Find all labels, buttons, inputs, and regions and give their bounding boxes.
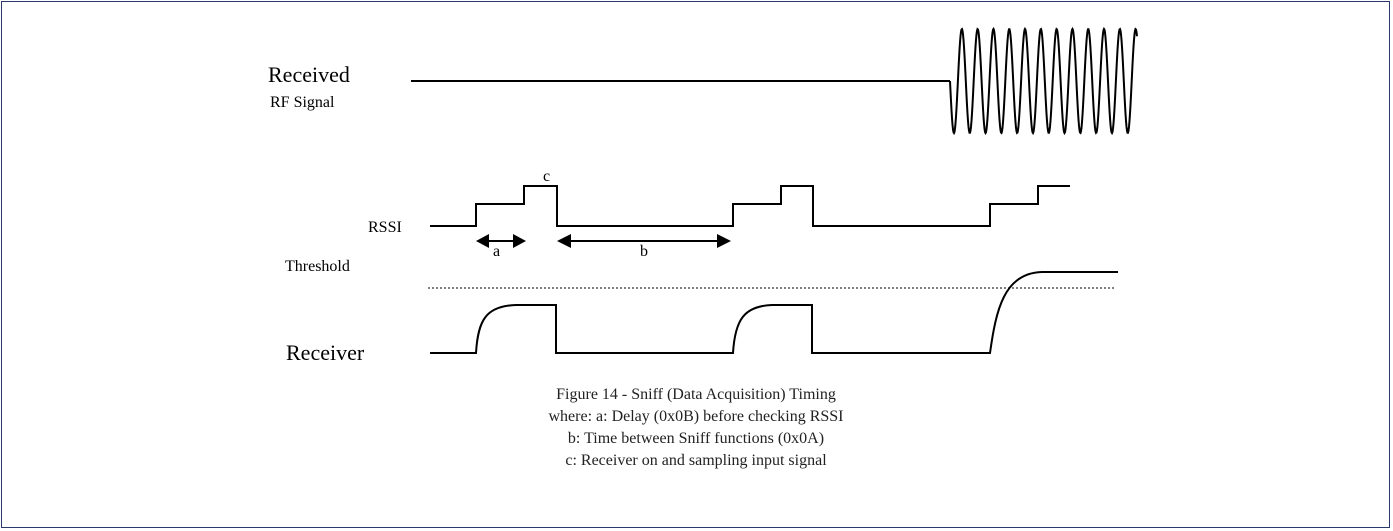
caption-line-3: b: Time between Sniff functions (0x0A) — [567, 430, 825, 447]
caption-line-4: c: Receiver on and sampling input signal — [565, 452, 827, 469]
marker-a: a — [493, 243, 500, 260]
label-rssi: RSSI — [368, 219, 402, 236]
caption-line-2: where: a: Delay (0x0B) before checking R… — [548, 408, 844, 425]
label-rf-signal: RF Signal — [270, 94, 335, 111]
label-threshold: Threshold — [285, 258, 350, 275]
label-received: Received — [268, 62, 350, 87]
figure-caption: Figure 14 - Sniff (Data Acquisition) Tim… — [346, 384, 1046, 472]
interval-b-arrow — [557, 234, 731, 248]
rf-signal-burst — [949, 26, 1138, 136]
marker-c: c — [543, 168, 550, 185]
marker-b: b — [640, 243, 648, 260]
rssi-trace — [430, 185, 1070, 227]
interval-a-arrow — [476, 234, 526, 248]
caption-line-1: Figure 14 - Sniff (Data Acquisition) Tim… — [556, 386, 836, 403]
receiver-trace — [430, 271, 1118, 354]
label-receiver: Receiver — [286, 340, 365, 365]
